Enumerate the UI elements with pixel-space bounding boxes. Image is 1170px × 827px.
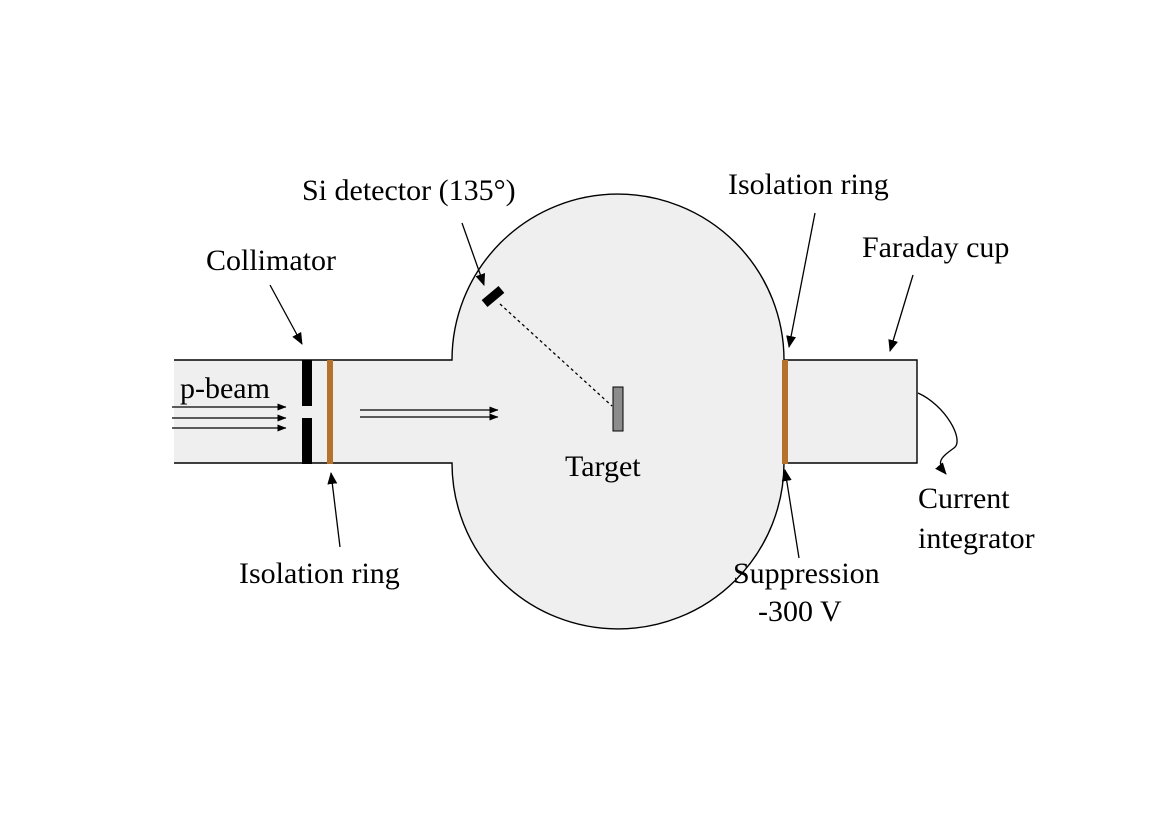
- si-detector: [481, 285, 505, 308]
- target-label: Target: [565, 450, 641, 483]
- isolation-ring-top-pointer: [786, 212, 816, 348]
- faraday-cup-label: Faraday cup: [862, 231, 1009, 264]
- isolation-ring-left: [327, 360, 333, 464]
- isolation-ring-top-label: Isolation ring: [728, 168, 889, 201]
- target-foil: [612, 386, 624, 432]
- isolation-ring-bottom-pointer: [327, 472, 341, 548]
- isolation-ring-bottom-label: Isolation ring: [239, 557, 400, 590]
- p-beam-label: p-beam: [180, 372, 270, 405]
- label-pointers: [269, 212, 958, 559]
- current-integrator-wire: [917, 392, 958, 475]
- collimator-upper-plate: [302, 360, 312, 406]
- suppression-pointer: [781, 469, 800, 559]
- si-detector-label: Si detector (135°): [302, 174, 516, 207]
- collimator-pointer: [269, 284, 303, 345]
- isolation-ring-right: [782, 360, 788, 464]
- incoming-beam-arrows: [172, 403, 287, 432]
- faraday-cup-pointer: [888, 274, 914, 352]
- collimator-label: Collimator: [206, 244, 336, 277]
- collimator-lower-plate: [302, 418, 312, 464]
- detector-sightline: [499, 303, 613, 407]
- suppression-label-line1: Suppression: [733, 557, 880, 590]
- collimated-beam-arrows: [360, 406, 499, 421]
- current-integrator-label-line2: integrator: [918, 522, 1035, 555]
- beamline-and-chamber: [174, 193, 918, 630]
- current-integrator-label-line1: Current: [918, 482, 1010, 515]
- si-detector-pointer: [461, 222, 486, 286]
- suppression-label-line2: -300 V: [758, 595, 842, 628]
